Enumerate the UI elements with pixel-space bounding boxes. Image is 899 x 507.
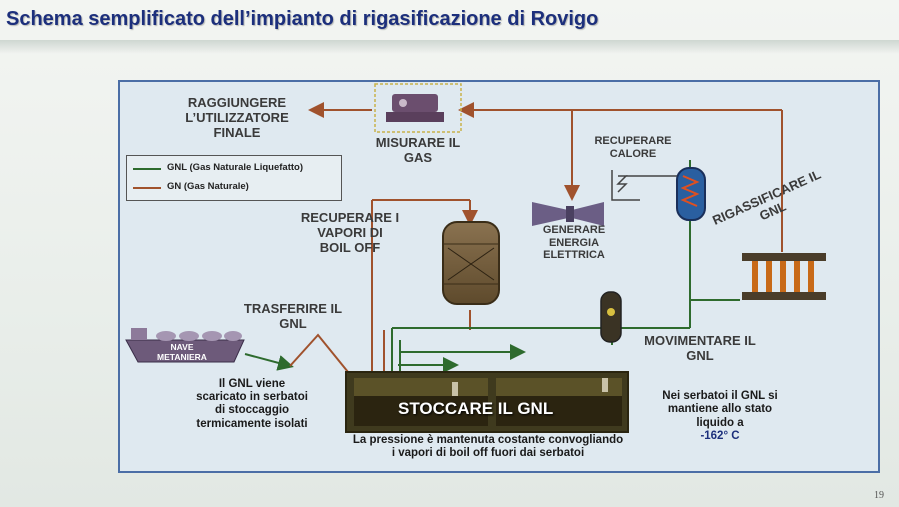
note-scaricato: Il GNL viene scaricato in serbatoi di st…	[196, 378, 308, 430]
label-generare: GENERARE ENERGIA ELETTRICA	[542, 224, 606, 262]
storage-tank-icon	[345, 371, 629, 433]
legend-gn-label: GN (Gas Naturale)	[167, 181, 249, 192]
lng-ship-icon	[125, 328, 245, 363]
label-misurare: MISURARE IL GAS	[375, 135, 461, 165]
legend-gnl-label: GNL (Gas Naturale Liquefatto)	[167, 162, 304, 173]
note-pressione: La pressione è mantenuta costante convog…	[352, 434, 624, 460]
label-recuperare-calore: RECUPERARE CALORE	[594, 135, 672, 160]
heat-exchanger-icon	[611, 167, 706, 221]
pump-icon	[600, 291, 622, 343]
note-serbatoi: Nei serbatoi il GNL si mantiene allo sta…	[640, 377, 800, 443]
gas-meter-icon	[374, 83, 462, 133]
label-stoccare: STOCCARE IL GNL	[398, 399, 554, 418]
note-serbatoi-text: Nei serbatoi il GNL si mantiene allo sta…	[662, 390, 778, 429]
label-trasferire: TRASFERIRE IL GNL	[243, 301, 343, 331]
legend-gnl-swatch	[133, 168, 161, 170]
turbine-icon	[532, 202, 604, 226]
gn-lines	[308, 102, 783, 372]
page-number: 19	[874, 490, 884, 501]
title-underline	[0, 40, 899, 54]
vaporizer-icon	[742, 253, 826, 300]
boil-off-compressor-icon	[442, 221, 500, 305]
line-ship-arrow	[244, 353, 294, 371]
line-transfer-arm	[289, 333, 349, 373]
legend: GNL (Gas Naturale Liquefatto) GN (Gas Na…	[126, 155, 342, 201]
label-nave: NAVE METANIERA	[157, 342, 207, 362]
legend-gn-swatch	[133, 187, 161, 189]
label-raggiungere: RAGGIUNGERE L’UTILIZZATORE FINALE	[185, 95, 289, 140]
temperature-value: -162° C	[700, 429, 740, 442]
slide-title: Schema semplificato dell’impianto di rig…	[6, 8, 599, 30]
label-recuperare-boil-off: RECUPERARE I VAPORI DI BOIL OFF	[300, 210, 400, 255]
label-movimentare: MOVIMENTARE IL GNL	[644, 333, 756, 363]
